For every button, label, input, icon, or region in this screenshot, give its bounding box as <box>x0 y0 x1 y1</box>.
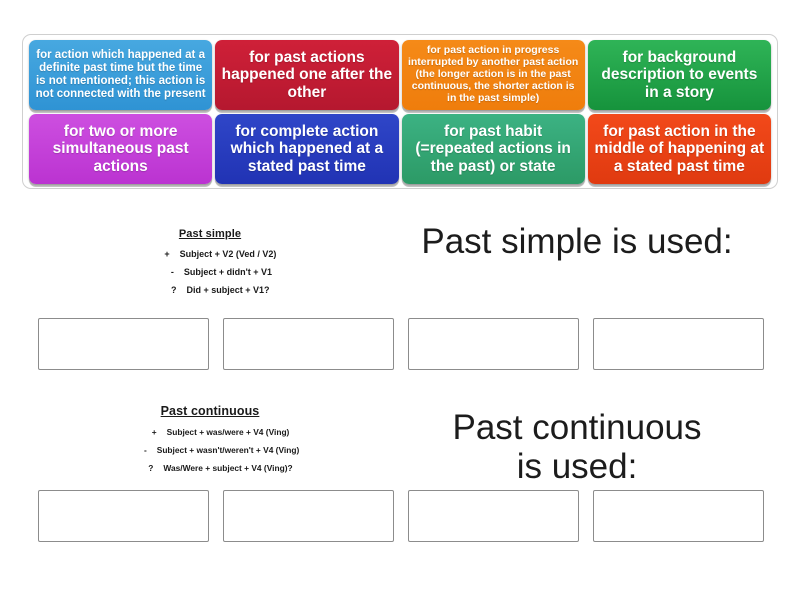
minus-sign-icon: - <box>170 267 174 277</box>
grammar-formula-question: Was/Were + subject + V4 (Ving)? <box>163 463 293 473</box>
heading-past-continuous-is-used: Past continuous is used: <box>452 408 702 487</box>
plus-sign-icon: + <box>164 249 170 259</box>
grammar-formula-affirmative: Subject + V2 (Ved / V2) <box>179 249 277 259</box>
draggable-tile-6[interactable]: for complete action which happened at a … <box>215 114 399 184</box>
tile-bank-row-2: for two or more simultaneous past action… <box>29 114 771 184</box>
tile-bank-row-1: for action which happened at a definite … <box>29 40 771 110</box>
question-mark-icon: ? <box>148 463 154 473</box>
grammar-formula-negative: Subject + wasn't/weren't + V4 (Ving) <box>156 445 300 455</box>
grammar-line-affirmative: + Subject + V2 (Ved / V2) <box>60 249 360 259</box>
grammar-line-affirmative: + Subject + was/were + V4 (Ving) <box>60 427 360 437</box>
grammar-box-past-continuous: Past continuous + Subject + was/were + V… <box>60 404 360 481</box>
dropzone-past-simple-2[interactable] <box>223 318 394 370</box>
heading-past-simple-is-used: Past simple is used: <box>421 222 733 261</box>
draggable-tile-8[interactable]: for past action in the middle of happeni… <box>587 114 771 184</box>
draggable-tile-2[interactable]: for past actions happened one after the … <box>215 40 399 110</box>
grammar-title-past-continuous: Past continuous <box>160 404 260 418</box>
dropzone-row-past-simple <box>38 318 764 370</box>
grammar-line-question: ? Was/Were + subject + V4 (Ving)? <box>60 463 360 473</box>
grammar-line-negative: - Subject + wasn't/weren't + V4 (Ving) <box>60 445 360 455</box>
grammar-formula-affirmative: Subject + was/were + V4 (Ving) <box>166 427 290 437</box>
draggable-tile-7[interactable]: for past habit (=repeated actions in the… <box>401 114 585 184</box>
plus-sign-icon: + <box>151 427 157 437</box>
draggable-tile-1[interactable]: for action which happened at a definite … <box>29 40 213 110</box>
draggable-tile-4[interactable]: for background description to events in … <box>587 40 771 110</box>
dropzone-past-continuous-2[interactable] <box>223 490 394 542</box>
dropzone-past-simple-4[interactable] <box>593 318 764 370</box>
dropzone-past-continuous-1[interactable] <box>38 490 209 542</box>
minus-sign-icon: - <box>143 445 147 455</box>
grammar-formula-negative: Subject + didn't + V1 <box>183 267 273 277</box>
dropzone-past-simple-3[interactable] <box>408 318 579 370</box>
grammar-line-negative: - Subject + didn't + V1 <box>60 267 360 277</box>
dropzone-row-past-continuous <box>38 490 764 542</box>
grammar-title-past-simple: Past simple <box>178 228 242 240</box>
dropzone-past-continuous-3[interactable] <box>408 490 579 542</box>
draggable-tile-5[interactable]: for two or more simultaneous past action… <box>29 114 213 184</box>
tile-bank: for action which happened at a definite … <box>22 34 778 189</box>
dropzone-past-continuous-4[interactable] <box>593 490 764 542</box>
dropzone-past-simple-1[interactable] <box>38 318 209 370</box>
draggable-tile-3[interactable]: for past action in progress interrupted … <box>401 40 585 110</box>
grammar-box-past-simple: Past simple + Subject + V2 (Ved / V2) - … <box>60 228 360 303</box>
grammar-formula-question: Did + subject + V1? <box>186 285 270 295</box>
grammar-line-question: ? Did + subject + V1? <box>60 285 360 295</box>
question-mark-icon: ? <box>170 285 177 295</box>
